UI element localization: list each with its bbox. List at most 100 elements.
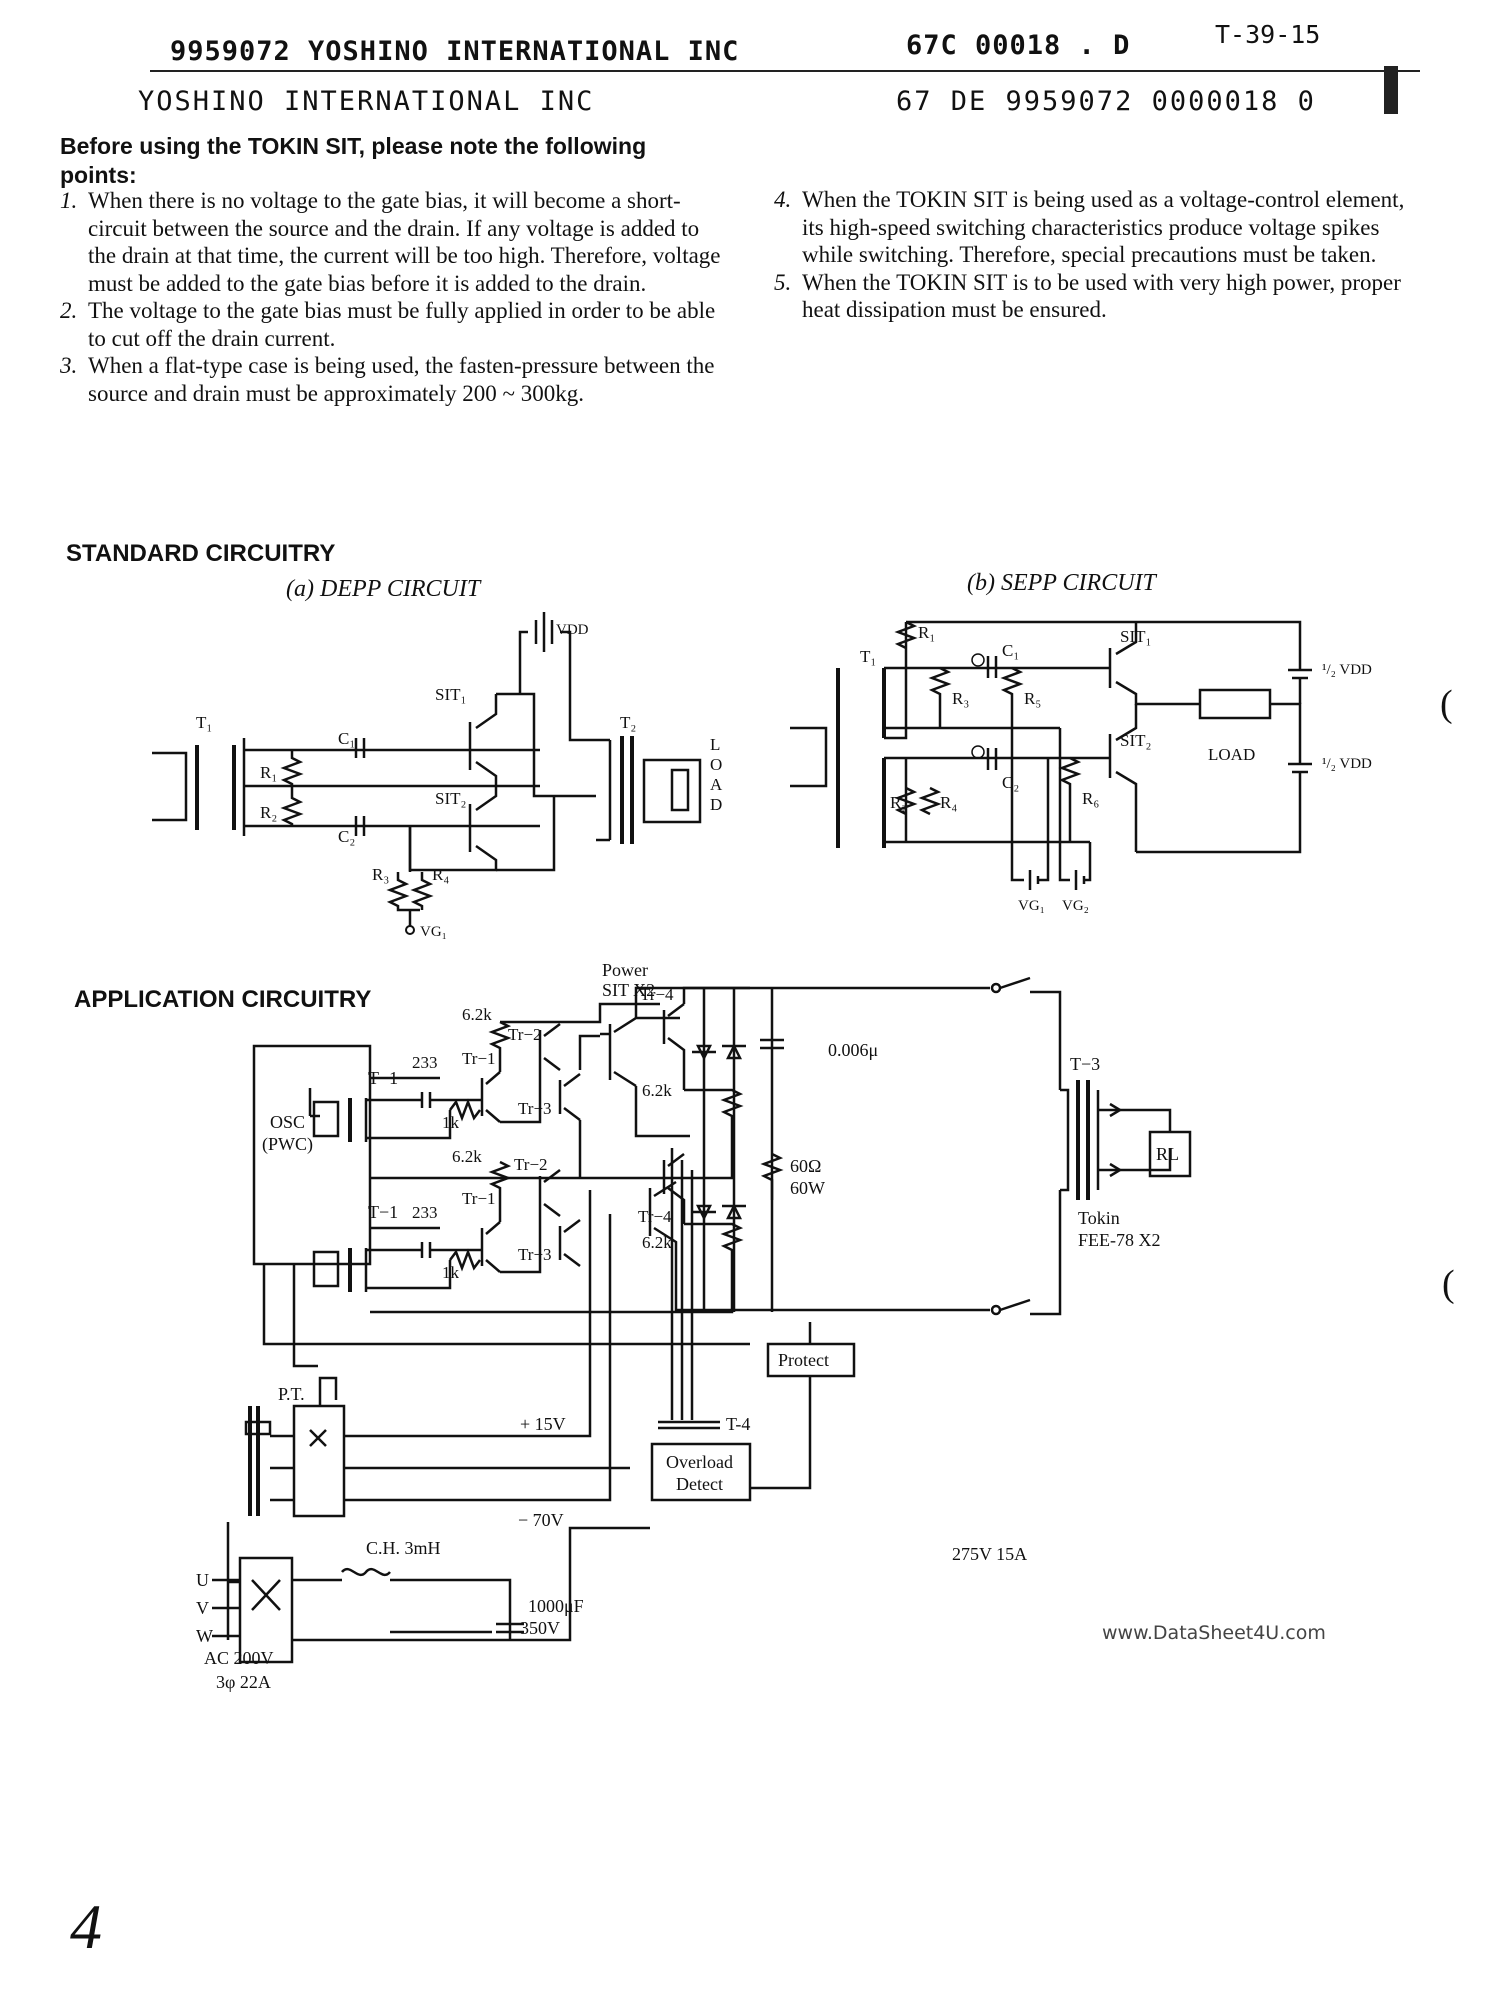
watermark-url: www.DataSheet4U.com — [1102, 1622, 1326, 1644]
cap-big-label: 1000μF — [528, 1596, 584, 1616]
depp-load-l: L — [710, 735, 720, 754]
rl-label: RL — [1156, 1144, 1179, 1164]
tr3-top-label: Tr−3 — [518, 1099, 552, 1118]
tr1-top-label: Tr−1 — [462, 1049, 496, 1068]
cap-voltage-label: 350V — [520, 1618, 560, 1638]
depp-load-o: O — [710, 755, 722, 774]
application-circuitry-title: APPLICATION CIRCUITRY — [74, 986, 372, 1013]
intro-heading: Before using the TOKIN SIT, please note … — [60, 133, 647, 188]
sepp-load-label: LOAD — [1208, 745, 1255, 764]
note-number: 3. — [60, 353, 78, 378]
note-text: When the TOKIN SIT is to be used with ve… — [802, 269, 1401, 323]
header-company-name: YOSHINO INTERNATIONAL INC — [138, 86, 595, 117]
phase-u-label: U — [196, 1570, 209, 1590]
depp-load-a: A — [710, 775, 723, 794]
sepp-c2-label: C₂ — [1002, 773, 1019, 792]
sepp-circuit-title: (b) SEPP CIRCUIT — [967, 570, 1156, 596]
minus70-label: − 70V — [518, 1510, 564, 1530]
note-item-2: 5. When the TOKIN SIT is to be used with … — [774, 269, 1414, 324]
sepp-half-vdd-top: ¹/₂ VDD — [1322, 662, 1372, 678]
note-number: 4. — [774, 187, 792, 212]
ac-current-label: 3φ 22A — [216, 1672, 271, 1692]
res-watt-label: 60W — [790, 1178, 825, 1198]
note-number: 5. — [774, 269, 792, 295]
r1k-bottom-label: 1k — [442, 1263, 460, 1282]
sepp-vg2-label: VG₂ — [1062, 898, 1089, 914]
note-item-1: 4. When the TOKIN SIT is being used as a … — [774, 186, 1414, 269]
r62-c-label: 6.2k — [452, 1147, 482, 1166]
phase-w-label: W — [196, 1626, 213, 1646]
t3-label: T−3 — [1070, 1054, 1100, 1074]
tr4-top-label: Tr−4 — [640, 985, 674, 1004]
depp-r4-label: R₄ — [432, 865, 449, 884]
plus15-label: + 15V — [520, 1414, 566, 1434]
sepp-r1-label: R₁ — [918, 623, 935, 642]
depp-sit2-label: SIT₂ — [435, 789, 466, 808]
r233-top-label: 233 — [412, 1053, 438, 1072]
depp-vdd-label: VDD — [556, 622, 589, 638]
header-company-code: 9959072 YOSHINO INTERNATIONAL INC — [170, 36, 740, 67]
depp-c1-label: C₁ — [338, 729, 355, 748]
notes-left-column: 1. When there is no voltage to the gate b… — [60, 187, 725, 407]
osc-label: OSC — [270, 1112, 305, 1132]
note-number: 2. — [60, 298, 78, 323]
overload-label: Overload — [666, 1452, 733, 1472]
depp-t2-label: T₂ — [620, 713, 636, 732]
depp-circuit-title: (a) DEPP CIRCUIT — [286, 576, 481, 602]
sepp-sit2-label: SIT₂ — [1120, 731, 1151, 750]
tr2-bottom-label: Tr−2 — [514, 1155, 548, 1174]
note-item-2: 2.The voltage to the gate bias must be f… — [60, 297, 725, 352]
rating-label: 275V 15A — [952, 1544, 1027, 1564]
pt-label: P.T. — [278, 1384, 305, 1404]
tr4-bottom-label: Tr−4 — [638, 1207, 672, 1226]
depp-r3-label: R₃ — [372, 865, 389, 884]
pwc-label: (PWC) — [262, 1134, 313, 1155]
power-sit-count: SIT X2 — [602, 980, 655, 1000]
margin-punch-mark-2: ( — [1442, 1263, 1455, 1305]
page-number: 4 — [70, 1891, 102, 1962]
sepp-r2-label: R₂ — [890, 793, 907, 812]
depp-load-d: D — [710, 795, 722, 814]
margin-punch-mark-1: ( — [1440, 683, 1453, 725]
r62-a-label: 6.2k — [462, 1005, 492, 1024]
sepp-r6-label: R₆ — [1082, 789, 1099, 808]
header-rule — [150, 70, 1420, 72]
sepp-sit1-label: SIT₁ — [1120, 627, 1151, 646]
note-text: When a flat-type case is being used, the… — [88, 353, 715, 406]
sepp-r5-label: R₅ — [1024, 689, 1041, 708]
t1-top-label: T−1 — [368, 1068, 398, 1088]
tr2-top-label: Tr−2 — [508, 1025, 542, 1044]
sepp-t1-label: T₁ — [860, 647, 876, 666]
header-doc-code: 67C 00018 . D — [906, 30, 1131, 61]
fee-label: FEE-78 X2 — [1078, 1230, 1161, 1250]
power-sit-label: Power — [602, 960, 648, 980]
r1k-top-label: 1k — [442, 1113, 460, 1132]
choke-label: C.H. 3mH — [366, 1538, 441, 1558]
notes-right-column: 4. When the TOKIN SIT is being used as a … — [774, 186, 1414, 324]
header-barcode-text: 67 DE 9959072 0000018 0 — [896, 86, 1316, 117]
tokin-label: Tokin — [1078, 1208, 1120, 1228]
depp-circuit-diagram: T₁ R₁ R₂ C₁ C₂ SIT₁ SIT₂ VDD T₂ L O A D … — [152, 612, 723, 940]
header-bar-mark — [1384, 66, 1398, 114]
cap-value-label: 0.006μ — [828, 1040, 878, 1060]
application-circuit-diagram: Power SIT X2 OSC (PWC) T−1 T−1 233 233 1… — [196, 960, 1192, 1692]
tr1-bottom-label: Tr−1 — [462, 1189, 496, 1208]
note-number: 1. — [60, 188, 78, 213]
note-text: When the TOKIN SIT is being used as a vo… — [802, 187, 1405, 267]
t4-label: T-4 — [726, 1414, 750, 1434]
sepp-r3-label: R₃ — [952, 689, 969, 708]
ac-supply-label: AC 200V — [204, 1648, 274, 1668]
protect-label: Protect — [778, 1350, 829, 1370]
depp-r2-label: R₂ — [260, 803, 277, 822]
tr3-bottom-label: Tr−3 — [518, 1245, 552, 1264]
t1-bottom-label: T−1 — [368, 1202, 398, 1222]
depp-r1-label: R₁ — [260, 763, 277, 782]
standard-circuitry-title: STANDARD CIRCUITRY — [66, 540, 336, 567]
sepp-vg1-label: VG₁ — [1018, 898, 1045, 914]
note-text: When there is no voltage to the gate bia… — [88, 188, 721, 296]
header-reference: T-39-15 — [1215, 20, 1321, 49]
note-item-1: 1. When there is no voltage to the gate b… — [60, 187, 725, 297]
res-value-label: 60Ω — [790, 1156, 821, 1176]
sepp-circuit-diagram: T₁ R₁ R₃ R₅ C₁ SIT₁ ¹/₂ VDD LOAD ¹/₂ VDD… — [790, 620, 1372, 914]
sepp-c1-label: C₁ — [1002, 641, 1019, 660]
